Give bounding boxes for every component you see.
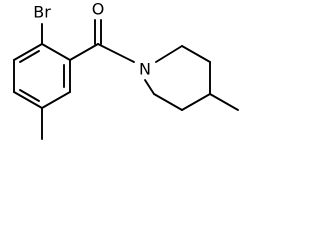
ring-bond-c6-c1 xyxy=(13,43,43,61)
bond-piperidine-methyl xyxy=(209,93,239,111)
molecule-structure: Br O N xyxy=(13,0,239,140)
piperidine-bond-c4-c5 xyxy=(181,93,211,111)
oxygen-atom-label: O xyxy=(92,0,105,19)
bond-ring-to-carbonyl xyxy=(69,43,99,61)
ring-double-bond-inner-3 xyxy=(19,50,40,63)
ring-bond-c3-c4 xyxy=(41,91,71,109)
piperidine-bond-c2-c3 xyxy=(181,45,211,63)
piperidine-bond-c6-n xyxy=(144,79,155,95)
nitrogen-atom-label: N xyxy=(139,60,151,79)
piperidine-ring xyxy=(144,45,211,111)
bond-carbonyl-to-nitrogen xyxy=(97,43,135,63)
ring-bond-c1-c2 xyxy=(41,43,71,61)
piperidine-bond-n-c2 xyxy=(155,45,183,63)
bromine-atom-label: Br xyxy=(33,3,51,22)
ring-bond-c4-c5 xyxy=(13,91,43,109)
ring-double-bond-inner-2 xyxy=(19,89,40,102)
piperidine-bond-c5-c6 xyxy=(153,93,183,111)
benzene-ring xyxy=(13,43,71,109)
